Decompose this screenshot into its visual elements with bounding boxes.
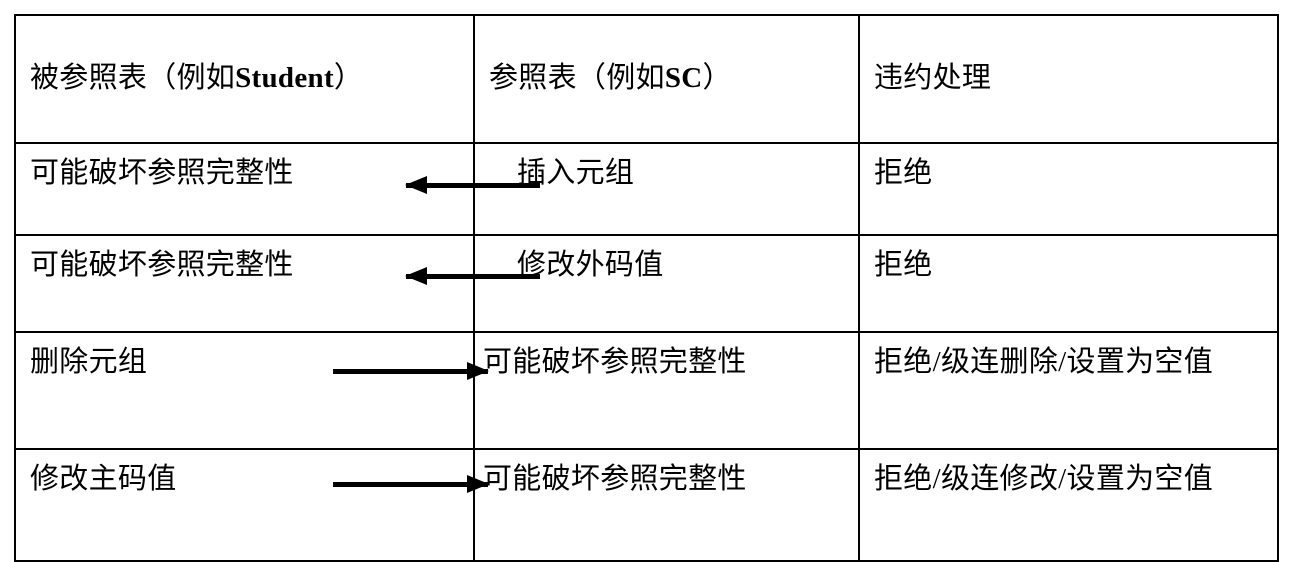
cell-action-1: 拒绝	[858, 142, 1279, 236]
cell-referencing-4: 可能破坏参照完整性	[473, 448, 860, 562]
cell-text-referenced-1: 可能破坏参照完整性	[30, 157, 294, 189]
header-label-violation-handling: 违约处理	[874, 62, 992, 94]
cell-text-action-4: 拒绝/级连修改/设置为空值	[874, 463, 1214, 495]
header-cell-referencing-table: 参照表（例如SC）	[473, 14, 860, 144]
cell-action-4: 拒绝/级连修改/设置为空值	[858, 448, 1279, 562]
cell-referencing-3: 可能破坏参照完整性	[473, 331, 860, 450]
cell-text-referenced-2: 可能破坏参照完整性	[30, 249, 294, 281]
cell-text-referencing-3: 可能破坏参照完整性	[483, 346, 747, 378]
header-latin-student: Student	[235, 62, 334, 94]
header-cell-violation-handling: 违约处理	[858, 14, 1279, 144]
table-row: 可能破坏参照完整性 插入元组 拒绝	[14, 142, 1279, 236]
cell-text-referencing-4: 可能破坏参照完整性	[483, 463, 747, 495]
header-latin-sc: SC	[664, 62, 703, 94]
cell-referencing-1: 插入元组	[473, 142, 860, 236]
cell-referenced-3: 删除元组	[14, 331, 475, 450]
header-label-referenced-table: 被参照表（例如Student）	[30, 62, 364, 94]
cell-referenced-1: 可能破坏参照完整性	[14, 142, 475, 236]
cell-text-action-3: 拒绝/级连删除/设置为空值	[874, 346, 1214, 378]
table-row: 删除元组 可能破坏参照完整性 拒绝/级连删除/设置为空值	[14, 331, 1279, 450]
header-label-referencing-table: 参照表（例如SC）	[489, 62, 732, 94]
referential-integrity-table: 被参照表（例如Student） 参照表（例如SC） 违约处理 可能破坏参照完整性…	[14, 14, 1279, 562]
cell-text-referenced-4: 修改主码值	[30, 463, 177, 495]
cell-action-3: 拒绝/级连删除/设置为空值	[858, 331, 1279, 450]
cell-text-action-2: 拒绝	[874, 249, 933, 281]
cell-action-2: 拒绝	[858, 234, 1279, 333]
table-row: 可能破坏参照完整性 修改外码值 拒绝	[14, 234, 1279, 333]
table-row: 修改主码值 可能破坏参照完整性 拒绝/级连修改/设置为空值	[14, 448, 1279, 562]
cell-text-action-1: 拒绝	[874, 157, 933, 189]
cell-text-referencing-2: 修改外码值	[517, 249, 664, 281]
cell-referenced-4: 修改主码值	[14, 448, 475, 562]
table-header-row: 被参照表（例如Student） 参照表（例如SC） 违约处理	[14, 14, 1279, 144]
cell-referenced-2: 可能破坏参照完整性	[14, 234, 475, 333]
cell-text-referenced-3: 删除元组	[30, 346, 148, 378]
cell-referencing-2: 修改外码值	[473, 234, 860, 333]
cell-text-referencing-1: 插入元组	[517, 157, 635, 189]
header-cell-referenced-table: 被参照表（例如Student）	[14, 14, 475, 144]
